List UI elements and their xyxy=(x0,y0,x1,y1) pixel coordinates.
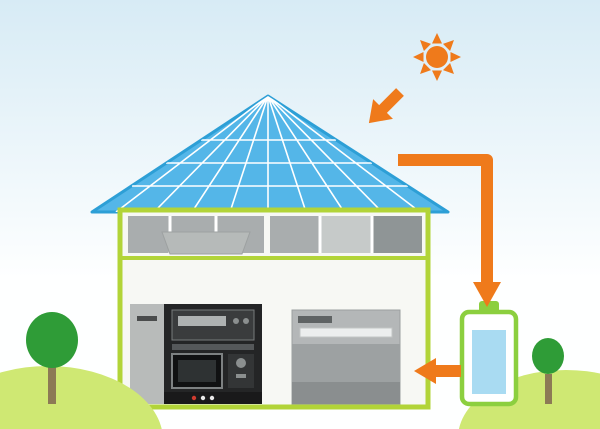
tree-left-canopy xyxy=(26,312,78,368)
dishwasher xyxy=(291,309,401,405)
control-knob xyxy=(243,318,249,324)
cabinet-handle xyxy=(137,316,157,321)
oven-button xyxy=(236,374,246,378)
sun-rays xyxy=(413,33,461,81)
battery-cell xyxy=(472,330,506,394)
bush-left xyxy=(0,366,162,429)
house xyxy=(117,207,431,410)
dishwasher-handle-slot xyxy=(299,327,393,338)
window-right-pane1 xyxy=(270,216,320,253)
bush-right xyxy=(458,370,600,429)
dishwasher-front-lower xyxy=(292,382,400,404)
window-right-mullions xyxy=(318,216,374,253)
arrow-roof-to-battery xyxy=(398,154,501,307)
indicator-dot xyxy=(200,395,206,401)
arrow-battery-to-house xyxy=(414,358,461,384)
arrow-roof-to-battery-shaft xyxy=(398,154,493,284)
oven-knob xyxy=(236,358,246,368)
arrow-sun-to-roof-shape xyxy=(368,88,404,124)
arrow-roof-to-battery-head xyxy=(473,282,501,307)
oven-window-inner xyxy=(178,360,216,382)
vent-row xyxy=(172,344,254,350)
tree-right xyxy=(532,338,564,404)
window-right-pane2 xyxy=(320,216,372,253)
tree-right-canopy xyxy=(532,338,564,374)
arrow-sun-to-roof xyxy=(368,88,404,124)
oven-unit xyxy=(130,304,262,404)
dishwasher-panel xyxy=(298,316,332,323)
indicator-dot-red xyxy=(191,395,197,401)
arrow-battery-to-house-head xyxy=(414,358,436,384)
second-floor-windows xyxy=(128,216,422,255)
sun-core xyxy=(426,46,448,68)
flow-arrows xyxy=(368,88,501,384)
sun-icon xyxy=(413,33,461,81)
bushes xyxy=(0,366,600,429)
tree-left xyxy=(26,312,78,404)
tree-right-trunk xyxy=(545,374,552,404)
window-right-pane3 xyxy=(372,216,422,253)
control-knob xyxy=(233,318,239,324)
solar-panel-grid xyxy=(115,96,421,212)
display-screen xyxy=(178,316,226,326)
storage-battery xyxy=(459,301,519,407)
range-hood xyxy=(161,231,251,255)
tree-left-trunk xyxy=(48,360,56,404)
indicator-dot xyxy=(209,395,215,401)
